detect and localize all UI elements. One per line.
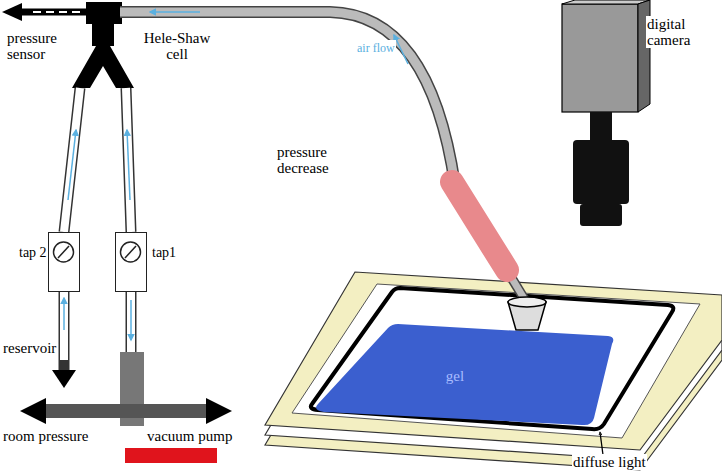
tap-knob (116, 233, 148, 293)
pump-label: vacuum pump (146, 428, 233, 444)
tap-label: tap 2 (19, 245, 47, 260)
pressure-sensor-fitting (2, 2, 134, 88)
pressure-label: pressure decrease (276, 144, 358, 176)
cross-fitting (20, 352, 232, 463)
gel-region: gel (310, 318, 620, 430)
reservoir-label: reservoir (2, 340, 57, 356)
hele-shaw-plates (265, 272, 722, 470)
tap-label: tap1 (152, 245, 176, 260)
tap-knob (49, 233, 81, 293)
flow-label: air flow (356, 40, 396, 56)
light-arrow (600, 432, 603, 455)
light-label: diffuse light (572, 454, 647, 470)
tap-valve: tap1 (115, 232, 147, 292)
air-tube (120, 12, 546, 330)
room-pressure-label: room pressure (2, 428, 89, 444)
sensor-label: pressure sensor (6, 30, 72, 62)
gel-shape (310, 318, 620, 430)
camera-label: digital camera (646, 16, 718, 48)
cell-label: Hele-Shaw cell (140, 30, 214, 62)
tap-valve: tap 2 (48, 232, 80, 292)
gel-label: gel (446, 369, 464, 384)
digital-camera-figure (562, 0, 650, 226)
